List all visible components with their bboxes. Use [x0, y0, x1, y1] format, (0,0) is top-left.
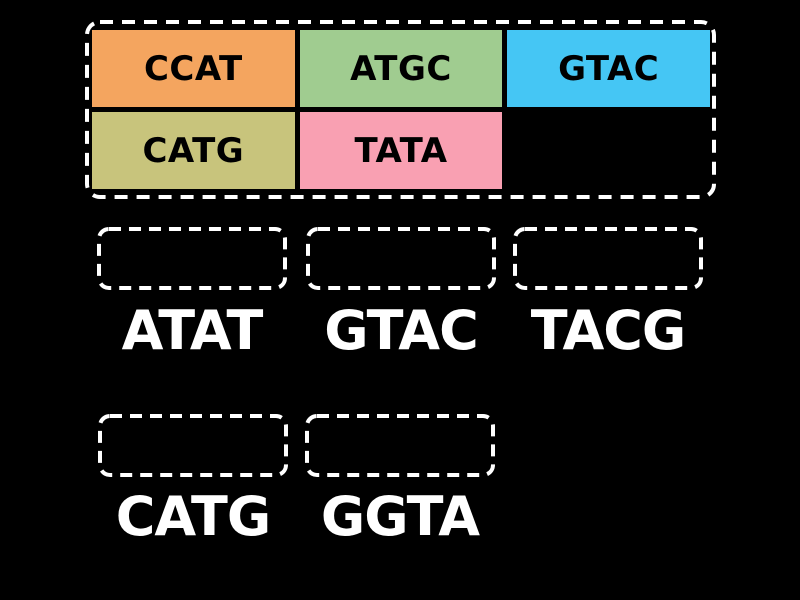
slot-dashed-border — [98, 414, 288, 477]
drop-slot-catg[interactable] — [98, 414, 288, 477]
slot-dashed-border — [513, 227, 703, 290]
target-label-atat: ATAT — [121, 299, 264, 362]
slot-dashed-border — [305, 414, 495, 477]
drop-slot-gtac[interactable] — [306, 227, 496, 290]
tile-ccat[interactable]: CCAT — [92, 30, 295, 107]
tile-gtac[interactable]: GTAC — [507, 30, 710, 107]
drop-slot-ggta[interactable] — [305, 414, 495, 477]
drop-slot-tacg[interactable] — [513, 227, 703, 290]
slot-dashed-border — [97, 227, 287, 290]
target-label-tacg: TACG — [530, 299, 686, 362]
target-label-gtac: GTAC — [324, 299, 478, 362]
slot-dashed-border — [306, 227, 496, 290]
source-tray: CCAT ATGC GTAC CATG TATA — [85, 20, 716, 199]
tile-catg[interactable]: CATG — [92, 112, 295, 189]
drop-slot-atat[interactable] — [97, 227, 287, 290]
tile-tata[interactable]: TATA — [299, 112, 503, 189]
tile-atgc[interactable]: ATGC — [299, 30, 503, 107]
target-label-ggta: GGTA — [320, 485, 480, 548]
target-label-catg: CATG — [115, 485, 271, 548]
